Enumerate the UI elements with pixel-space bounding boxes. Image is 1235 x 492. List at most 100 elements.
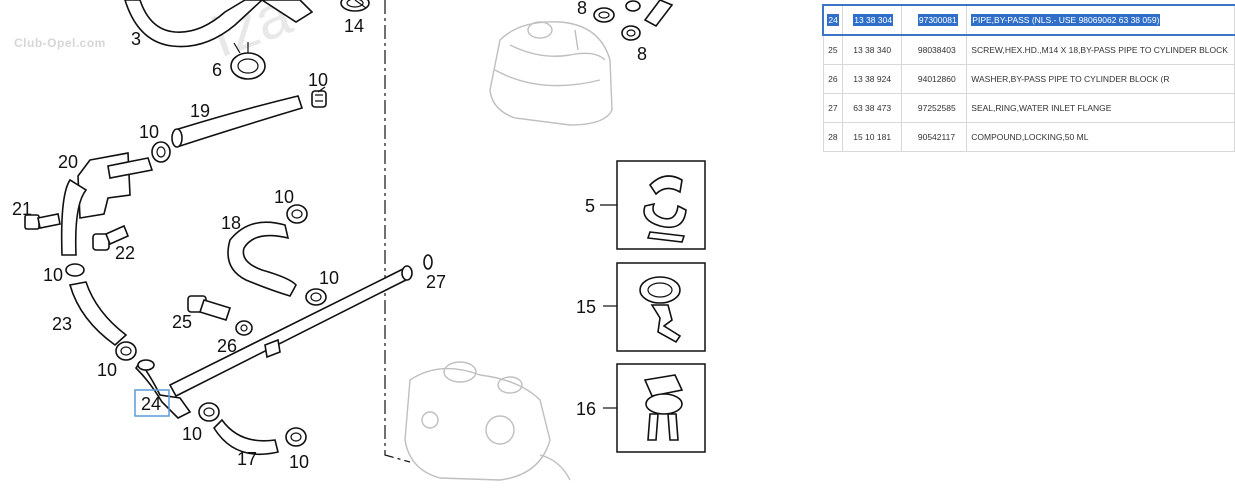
description-cell-text: COMPOUND,LOCKING,50 ML bbox=[971, 132, 1089, 142]
part-number-cell-text: 97252585 bbox=[917, 103, 956, 113]
ref-cell-text: 26 bbox=[828, 74, 838, 84]
detail-box-15 bbox=[616, 262, 706, 352]
description-cell-text: SEAL,RING,WATER INLET FLANGE bbox=[971, 103, 1112, 113]
highlight-box-24 bbox=[134, 389, 170, 417]
part-number-cell: 98038403 bbox=[900, 34, 968, 65]
clamp-10-mid bbox=[151, 141, 171, 163]
clamp-10-left bbox=[65, 263, 85, 277]
clamp-10-bottom-right bbox=[285, 427, 307, 447]
callout-15[interactable]: 15 bbox=[576, 297, 596, 317]
part-number-cell: 94012860 bbox=[900, 64, 968, 94]
clamp-10-bottom-left bbox=[198, 402, 220, 422]
table-row[interactable]: 24 13 38 304 97300081 PIPE,BY-PASS (NLS.- U… bbox=[822, 4, 1235, 36]
bolt-22 bbox=[92, 224, 130, 251]
leader-10a bbox=[317, 86, 326, 93]
bracket-pipe-20 bbox=[60, 152, 154, 256]
clamp-6 bbox=[230, 42, 266, 80]
description-cell: SEAL,RING,WATER INLET FLANGE bbox=[966, 93, 1235, 123]
clamp-14 bbox=[340, 0, 370, 12]
ref-cell-text: 27 bbox=[828, 103, 838, 113]
description-cell: WASHER,BY-PASS PIPE TO CYLINDER BLOCK (R bbox=[966, 64, 1235, 94]
hose-19 bbox=[171, 95, 304, 148]
catalog-cell: 13 38 340 bbox=[842, 34, 902, 65]
callout-6[interactable]: 6 bbox=[212, 60, 222, 80]
callout-10-g[interactable]: 10 bbox=[182, 424, 202, 444]
callout-3[interactable]: 3 bbox=[131, 29, 141, 49]
clamp-10-right bbox=[305, 288, 327, 306]
callout-21[interactable]: 21 bbox=[12, 199, 32, 219]
clamp-10-upper-mid bbox=[286, 204, 308, 224]
callout-22[interactable]: 22 bbox=[115, 243, 135, 263]
callout-10-a[interactable]: 10 bbox=[308, 70, 328, 90]
parts-table: 24 13 38 304 97300081 PIPE,BY-PASS (NLS.- U… bbox=[822, 4, 1235, 152]
clamp-10-lower-left bbox=[115, 341, 137, 361]
callout-16[interactable]: 16 bbox=[576, 399, 596, 419]
callout-5[interactable]: 5 bbox=[585, 196, 595, 216]
bolt-21 bbox=[24, 213, 61, 230]
callout-10-c[interactable]: 10 bbox=[43, 265, 63, 285]
catalog-cell-text: 13 38 340 bbox=[853, 45, 892, 55]
detail-box-5 bbox=[616, 160, 706, 250]
callout-8-b[interactable]: 8 bbox=[637, 44, 647, 64]
catalog-cell-text: 13 38 924 bbox=[853, 74, 892, 84]
catalog-cell: 63 38 473 bbox=[842, 93, 902, 123]
callout-14[interactable]: 14 bbox=[344, 16, 364, 36]
hose-17 bbox=[212, 418, 279, 456]
part-number-cell: 97300081 bbox=[900, 4, 968, 36]
catalog-cell-text: 15 10 181 bbox=[853, 132, 892, 142]
catalog-cell: 13 38 304 bbox=[842, 4, 902, 36]
callout-20[interactable]: 20 bbox=[58, 152, 78, 172]
thermostat-housing-ghost bbox=[404, 361, 571, 481]
parts-diagram: Iza bbox=[12, 0, 706, 481]
part-number-cell-text: 97300081 bbox=[917, 14, 958, 26]
detail-box-16 bbox=[616, 363, 706, 453]
washer-26 bbox=[235, 320, 253, 336]
description-cell-text: WASHER,BY-PASS PIPE TO CYLINDER BLOCK (R bbox=[971, 74, 1170, 84]
callout-10-f[interactable]: 10 bbox=[97, 360, 117, 380]
part-number-cell-text: 90542117 bbox=[917, 132, 956, 142]
callout-24[interactable]: 24 bbox=[141, 394, 161, 414]
callout-17[interactable]: 17 bbox=[237, 449, 257, 469]
callout-10-b[interactable]: 10 bbox=[139, 122, 159, 142]
leader-14 bbox=[354, 0, 367, 9]
callout-19[interactable]: 19 bbox=[190, 101, 210, 121]
callout-18[interactable]: 18 bbox=[221, 213, 241, 233]
clamp-8-top bbox=[593, 7, 615, 23]
callout-8-a[interactable]: 8 bbox=[577, 0, 587, 18]
parts-table-container: 24 13 38 304 97300081 PIPE,BY-PASS (NLS.- U… bbox=[822, 4, 1235, 164]
description-cell: SCREW,HEX.HD.,M14 X 18,BY-PASS PIPE TO C… bbox=[966, 34, 1235, 65]
table-row[interactable]: 25 13 38 340 98038403 SCREW,HEX.HD.,M14 X 1… bbox=[822, 34, 1235, 65]
pipe-bypass-24 bbox=[134, 265, 413, 419]
ref-cell: 28 bbox=[822, 122, 844, 152]
description-cell: COMPOUND,LOCKING,50 ML bbox=[966, 122, 1235, 152]
catalog-cell-text: 13 38 304 bbox=[853, 14, 894, 26]
hose-18 bbox=[227, 221, 297, 297]
description-cell-text: PIPE,BY-PASS (NLS.- USE 98069062 63 38 0… bbox=[971, 14, 1161, 26]
hose-3 bbox=[124, 0, 314, 48]
description-cell: PIPE,BY-PASS (NLS.- USE 98069062 63 38 0… bbox=[966, 4, 1235, 36]
bolt-25 bbox=[187, 295, 232, 321]
clamp-10-upper-right bbox=[311, 90, 327, 108]
hose-23 bbox=[68, 281, 128, 347]
callout-10-h[interactable]: 10 bbox=[289, 452, 309, 472]
callout-27[interactable]: 27 bbox=[426, 272, 446, 292]
ref-cell-text: 28 bbox=[828, 132, 838, 142]
ref-cell: 24 bbox=[822, 4, 844, 36]
part-number-cell: 90542117 bbox=[900, 122, 968, 152]
callout-26[interactable]: 26 bbox=[217, 336, 237, 356]
callout-23[interactable]: 23 bbox=[52, 314, 72, 334]
callout-10-e[interactable]: 10 bbox=[319, 268, 339, 288]
part-number-cell-text: 98038403 bbox=[917, 45, 956, 55]
callout-25[interactable]: 25 bbox=[172, 312, 192, 332]
description-cell-text: SCREW,HEX.HD.,M14 X 18,BY-PASS PIPE TO C… bbox=[971, 45, 1228, 55]
ref-cell-text: 25 bbox=[828, 45, 838, 55]
expansion-tank-ghost bbox=[489, 21, 613, 126]
part-number-cell: 97252585 bbox=[900, 93, 968, 123]
seal-ring-27 bbox=[423, 254, 433, 270]
table-row[interactable]: 28 15 10 181 90542117 COMPOUND,LOCKING,50 M… bbox=[822, 122, 1235, 152]
callout-10-d[interactable]: 10 bbox=[274, 187, 294, 207]
ref-cell: 26 bbox=[822, 64, 844, 94]
ref-cell-text: 24 bbox=[827, 14, 839, 26]
table-row[interactable]: 27 63 38 473 97252585 SEAL,RING,WATER INLET… bbox=[822, 93, 1235, 123]
